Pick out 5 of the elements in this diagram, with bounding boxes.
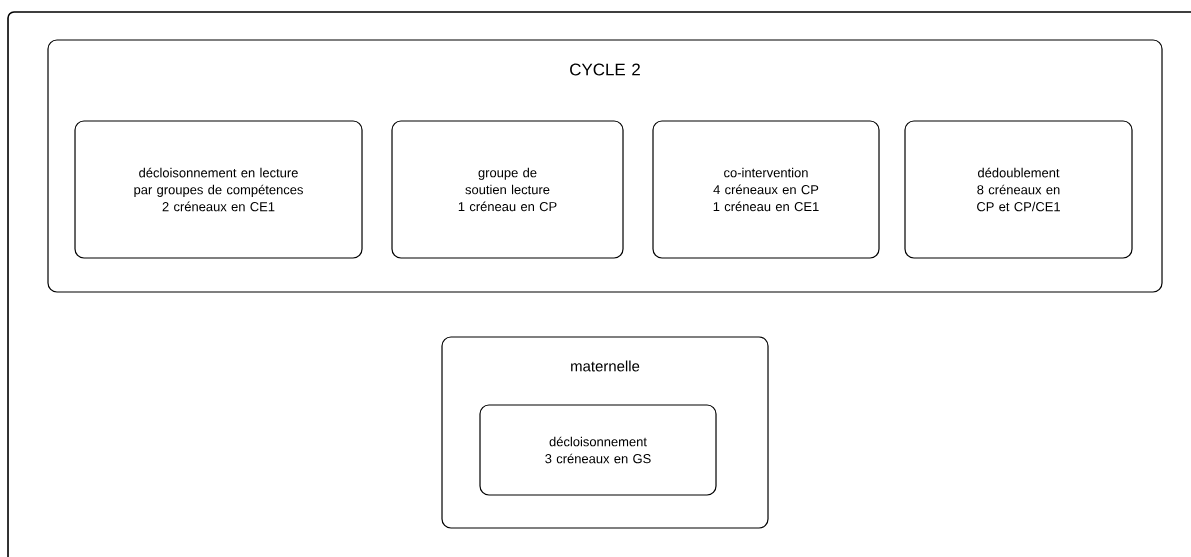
text-box: décloisonnement 3 créneaux en GS (479, 404, 717, 496)
text-box: co-intervention 4 créneaux en CP 1 créneau en CE1 (652, 120, 880, 259)
text-box: dédoublement 8 créneaux en CP et CP/CE1 (904, 120, 1133, 259)
text-box: décloisonnement en lecture par groupes de compétences 2 créneaux en CE1 (74, 120, 363, 259)
text-box: groupe de soutien lecture 1 créneau en CP (391, 120, 624, 259)
